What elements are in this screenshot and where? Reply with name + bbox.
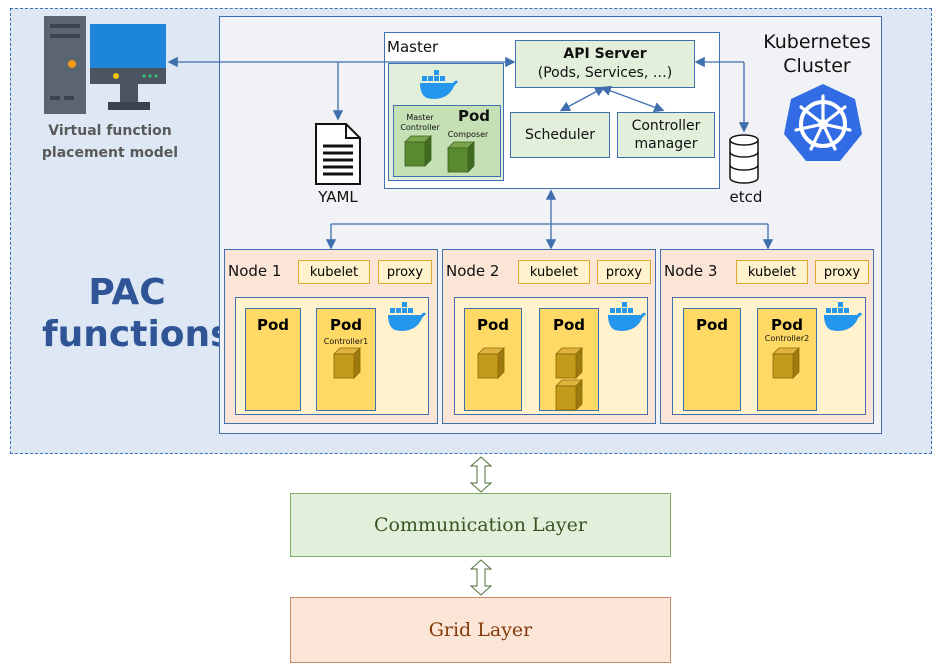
- scheduler-box: Scheduler: [510, 112, 610, 158]
- cluster-label-line2: Cluster: [783, 55, 851, 77]
- node-3-proxy-label: proxy: [823, 264, 861, 280]
- node-2-label: Node 2: [446, 262, 500, 280]
- node-1-pod-a-title: Pod: [256, 316, 290, 334]
- node-2-kubelet: kubelet: [518, 260, 590, 284]
- communication-layer-label: Communication Layer: [374, 514, 587, 536]
- pac-title-line2: functions: [42, 314, 232, 355]
- scheduler-label: Scheduler: [524, 127, 596, 143]
- node-2-proxy-label: proxy: [605, 264, 643, 280]
- node-1-kubelet: kubelet: [298, 260, 370, 284]
- grid-layer: Grid Layer: [290, 597, 671, 663]
- vfpm-line2: placement model: [41, 145, 179, 161]
- node-1-pod-a: [245, 308, 301, 411]
- docker-icon: [606, 302, 646, 334]
- api-server-box: API Server (Pods, Services, …): [515, 40, 695, 88]
- master-controller-label: Master Controller: [394, 113, 446, 133]
- node-1-label: Node 1: [228, 262, 282, 280]
- api-server-sub: (Pods, Services, …): [537, 65, 673, 81]
- yaml-label: YAML: [318, 188, 358, 206]
- docker-icon: [386, 302, 426, 334]
- api-server-title: API Server: [563, 46, 647, 62]
- node-1-pod-b-title: Pod: [329, 316, 363, 334]
- cluster-label: Kubernetes Cluster: [750, 30, 884, 78]
- node-1-kubelet-label: kubelet: [309, 264, 359, 280]
- vfpm-label: Virtual function placement model: [22, 120, 198, 164]
- master-controller-line2: Controller: [400, 123, 440, 132]
- node-3-pod-b-sub: Controller2: [764, 334, 810, 343]
- vfpm-line1: Virtual function: [48, 123, 172, 139]
- node-1-proxy: proxy: [378, 260, 432, 284]
- grid-layer-label: Grid Layer: [428, 619, 533, 641]
- node-3-proxy: proxy: [815, 260, 869, 284]
- etcd-database-icon: [728, 132, 760, 186]
- pac-title-line1: PAC: [88, 272, 166, 313]
- cluster-label-line1: Kubernetes: [763, 31, 871, 53]
- yaml-document-icon: [314, 122, 362, 186]
- composer-label: Composer: [447, 130, 489, 139]
- communication-layer: Communication Layer: [290, 493, 671, 557]
- node-3-label: Node 3: [664, 262, 718, 280]
- node-3-pod-a: [683, 308, 741, 411]
- computer-icon: [34, 14, 168, 118]
- docker-icon: [822, 302, 862, 334]
- node-3-kubelet-label: kubelet: [747, 264, 797, 280]
- node-2-pod-b-title: Pod: [552, 316, 586, 334]
- node-3-kubelet: kubelet: [736, 260, 808, 284]
- node-3-pod-a-title: Pod: [695, 316, 729, 334]
- node-1-pod-b-sub: Controller1: [323, 337, 369, 346]
- node-2-pod-a-title: Pod: [476, 316, 510, 334]
- node-3-pod-b-title: Pod: [770, 316, 804, 334]
- kubernetes-logo-icon: [782, 82, 864, 162]
- node-1-proxy-label: proxy: [386, 264, 424, 280]
- communication-grid-arrow: [469, 559, 493, 596]
- docker-icon: [418, 70, 458, 102]
- controller-manager-line2: manager: [634, 136, 698, 152]
- master-pod-title: Pod: [458, 107, 491, 125]
- node-2-kubelet-label: kubelet: [529, 264, 579, 280]
- controller-manager-line1: Controller: [631, 118, 701, 134]
- pac-functions-title: PAC functions: [42, 272, 232, 356]
- master-controller-line1: Master: [406, 113, 434, 122]
- controller-manager-box: Controller manager: [617, 112, 715, 158]
- master-label: Master: [387, 38, 439, 56]
- pac-communication-arrow: [469, 456, 493, 493]
- node-2-proxy: proxy: [597, 260, 651, 284]
- etcd-label: etcd: [729, 188, 763, 206]
